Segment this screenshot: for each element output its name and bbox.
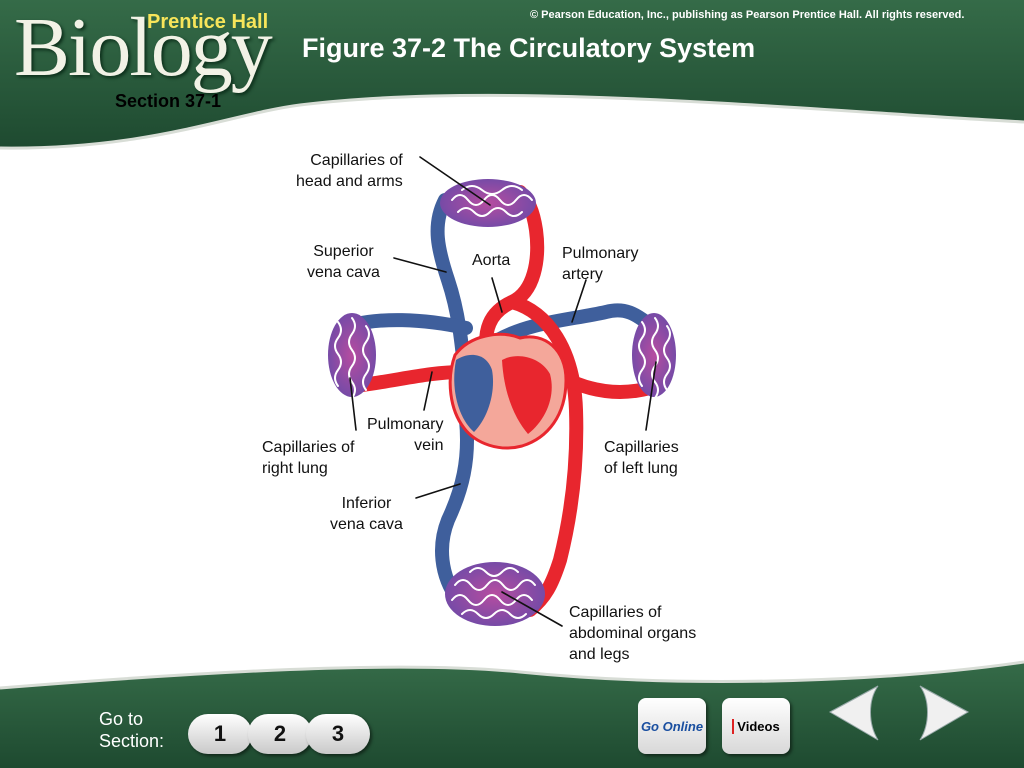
prev-arrow-icon[interactable] (828, 685, 879, 741)
label-line: Capillaries (604, 439, 679, 456)
circulatory-diagram (328, 156, 676, 627)
page-title: Figure 37-2 The Circulatory System (302, 33, 756, 63)
header-underline (0, 93, 1024, 150)
label-line: Capillaries of (310, 152, 403, 169)
next-arrow-icon[interactable] (919, 685, 970, 741)
label-line: right lung (262, 460, 328, 477)
capillaries-left-lung (632, 313, 676, 399)
label-capillaries-abdominal: Capillaries of abdominal organs and legs (569, 602, 696, 665)
label-inferior-vena-cava: Inferior vena cava (330, 493, 403, 535)
label-line: vena cava (307, 264, 380, 281)
label-line: head and arms (296, 173, 403, 190)
label-line: of left lung (604, 460, 678, 477)
label-line: and legs (569, 646, 630, 663)
section-3-button[interactable]: 3 (306, 714, 370, 754)
leader-lines (349, 156, 657, 627)
label-line: Capillaries of (569, 604, 662, 621)
label-line: vena cava (330, 516, 403, 533)
copyright-notice: © Pearson Education, Inc., publishing as… (530, 9, 965, 21)
goto-line: Section: (99, 731, 165, 751)
label-superior-vena-cava: Superior vena cava (307, 241, 380, 283)
label-pulmonary-vein: Pulmonary vein (367, 414, 443, 456)
capillaries-abdominal (445, 562, 545, 626)
label-line: Inferior (341, 495, 392, 512)
capillaries-right-lung (328, 313, 376, 399)
label-line: abdominal organs (569, 625, 697, 642)
go-online-button[interactable]: Go Online (638, 698, 706, 754)
goto-section-label: Go to Section: (99, 708, 164, 752)
label-capillaries-left-lung: Capillaries of left lung (604, 437, 679, 479)
label-capillaries-head-arms: Capillaries of head and arms (296, 150, 403, 192)
section-1-button[interactable]: 1 (188, 714, 252, 754)
goto-line: Go to (99, 709, 144, 729)
label-line: Pulmonary (367, 416, 444, 433)
section-2-button[interactable]: 2 (248, 714, 312, 754)
label-capillaries-right-lung: Capillaries of right lung (262, 437, 354, 479)
label-line: Superior (313, 243, 374, 260)
footer-overline (0, 660, 1024, 690)
videos-label: Videos (732, 718, 780, 734)
label-pulmonary-artery: Pulmonary artery (562, 243, 638, 285)
label-aorta: Aorta (472, 250, 510, 271)
header-band (0, 0, 1024, 149)
brand-logo-biology: Biology (14, 1, 273, 94)
label-line: Pulmonary (562, 245, 639, 262)
videos-button[interactable]: Videos (722, 698, 790, 754)
label-line: artery (562, 266, 603, 283)
label-line: vein (414, 437, 444, 454)
label-line: Aorta (472, 252, 511, 269)
section-label: Section 37-1 (115, 91, 222, 111)
go-online-label: Go Online (640, 718, 704, 734)
heart (448, 332, 568, 450)
label-line: Capillaries of (262, 439, 355, 456)
brand-publisher: Prentice Hall (147, 11, 269, 33)
